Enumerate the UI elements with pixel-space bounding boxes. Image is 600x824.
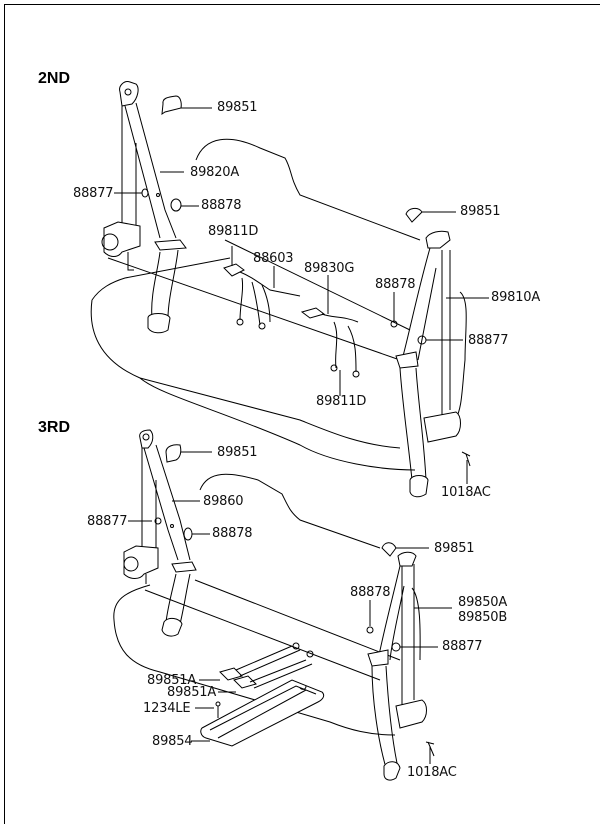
part-label-89811D-bottom[interactable]: 89811D: [316, 394, 367, 409]
left-seat-belt-89860: [123, 429, 197, 637]
part-label-89820A[interactable]: 89820A: [190, 165, 240, 180]
part-label-88603[interactable]: 88603: [253, 251, 294, 266]
part-label-89811D[interactable]: 89811D: [208, 224, 259, 239]
part-label-88877-3rd-right[interactable]: 88877: [442, 639, 483, 654]
part-label-88878-3rd-right[interactable]: 88878: [350, 585, 391, 600]
section-title-3rd: 3RD: [38, 419, 71, 436]
part-label-88877-right[interactable]: 88877: [468, 333, 509, 348]
part-label-88877[interactable]: 88877: [73, 186, 114, 201]
leader-lines: [114, 107, 489, 764]
section-title-2nd: 2ND: [38, 70, 71, 87]
part-label-89851-right[interactable]: 89851: [460, 204, 501, 219]
right-seat-belt-89810A: [390, 207, 471, 498]
second-row-seat-cushion: [90, 138, 467, 471]
part-label-89810A[interactable]: 89810A: [491, 290, 541, 305]
part-label-88878-3rd[interactable]: 88878: [212, 526, 253, 541]
part-label-89851-3rd[interactable]: 89851: [217, 445, 258, 460]
part-label-89851A[interactable]: 89851A: [147, 673, 197, 688]
part-label-89850A[interactable]: 89850A: [458, 595, 508, 610]
part-label-1018AC-3rd[interactable]: 1018AC: [407, 765, 457, 780]
part-label-89830G[interactable]: 89830G: [304, 261, 355, 276]
part-label-88878[interactable]: 88878: [201, 198, 242, 213]
center-buckles-3rd: [200, 642, 325, 747]
part-label-89851[interactable]: 89851: [217, 100, 258, 115]
part-label-1234LE[interactable]: 1234LE: [143, 701, 191, 716]
diagram-frame: [4, 4, 600, 824]
right-seat-belt-89850: [366, 542, 435, 781]
part-label-89854[interactable]: 89854: [152, 734, 193, 749]
left-seat-belt-89820A: [101, 81, 187, 334]
part-label-89851-3rd-right[interactable]: 89851: [434, 541, 475, 556]
part-label-1018AC[interactable]: 1018AC: [441, 485, 491, 500]
part-label-88878-right[interactable]: 88878: [375, 277, 416, 292]
part-label-88877-3rd[interactable]: 88877: [87, 514, 128, 529]
part-label-89860[interactable]: 89860: [203, 494, 244, 509]
part-label-89850B[interactable]: 89850B: [458, 610, 508, 625]
cover-89851-icon: [161, 95, 182, 116]
center-buckles-2nd: [223, 263, 360, 378]
part-label-89851A-2[interactable]: 89851A: [167, 685, 217, 700]
cover-89851-3rd-left-icon: [165, 444, 182, 463]
